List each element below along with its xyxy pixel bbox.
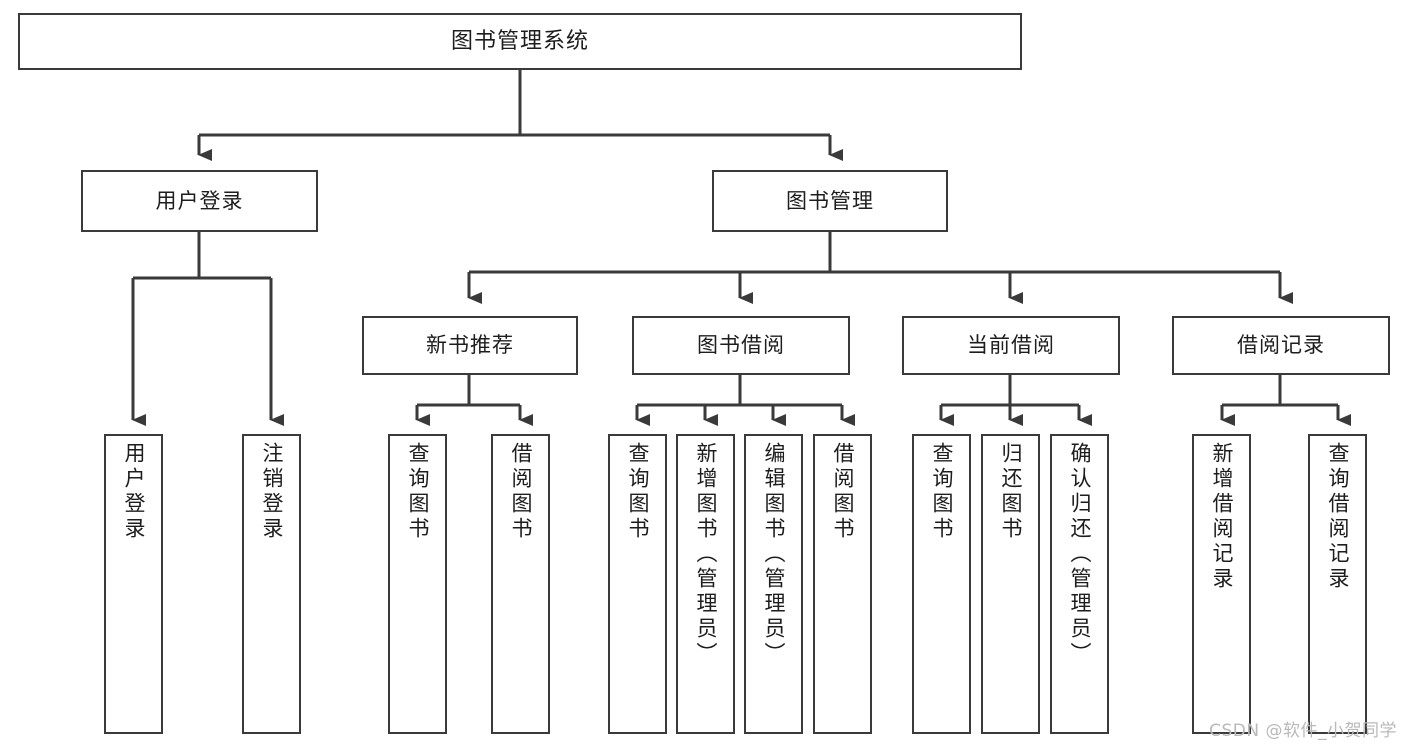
node-leaf-add-record-label: 新增借阅记录 [1210,442,1234,592]
node-leaf-confirm-return[interactable]: 确认归还（管理员） [1050,434,1109,734]
node-book-borrow[interactable]: 图书借阅 [632,316,850,375]
node-leaf-add-book-label: 新增图书（管理员） [694,442,718,667]
node-leaf-query-record[interactable]: 查询借阅记录 [1308,434,1367,734]
node-current-borrow-label: 当前借阅 [967,333,1055,358]
node-book-manage-label: 图书管理 [786,188,874,213]
node-leaf-query-book-3-label: 查询图书 [930,442,954,542]
node-leaf-add-record[interactable]: 新增借阅记录 [1192,434,1251,734]
node-leaf-query-book-3[interactable]: 查询图书 [912,434,971,734]
node-borrow-record-label: 借阅记录 [1237,333,1325,358]
node-leaf-borrow-book-1-label: 借阅图书 [509,442,533,542]
node-book-borrow-label: 图书借阅 [697,333,785,358]
node-leaf-query-book-2[interactable]: 查询图书 [608,434,667,734]
node-current-borrow[interactable]: 当前借阅 [902,316,1120,375]
node-leaf-return-book[interactable]: 归还图书 [981,434,1040,734]
csdn-watermark: CSDN @软件_小贺同学 [1209,721,1397,741]
node-user-login[interactable]: 用户登录 [81,170,318,232]
node-leaf-borrow-book-2-label: 借阅图书 [831,442,855,542]
node-leaf-add-book[interactable]: 新增图书（管理员） [676,434,735,734]
node-root-label: 图书管理系统 [450,28,589,54]
node-borrow-record[interactable]: 借阅记录 [1172,316,1390,375]
node-leaf-edit-book-label: 编辑图书（管理员） [762,442,786,667]
node-leaf-return-book-label: 归还图书 [999,442,1023,542]
node-leaf-borrow-book-1[interactable]: 借阅图书 [491,434,550,734]
node-leaf-user-logout[interactable]: 注销登录 [242,434,301,734]
node-leaf-edit-book[interactable]: 编辑图书（管理员） [744,434,803,734]
node-leaf-user-logout-label: 注销登录 [260,442,284,542]
node-leaf-user-login-label: 用户登录 [122,442,146,542]
node-leaf-query-book-1-label: 查询图书 [406,442,430,542]
node-root[interactable]: 图书管理系统 [18,13,1022,70]
node-leaf-query-book-2-label: 查询图书 [626,442,650,542]
node-leaf-query-record-label: 查询借阅记录 [1326,442,1350,592]
node-leaf-query-book-1[interactable]: 查询图书 [388,434,447,734]
node-user-login-label: 用户登录 [155,188,244,213]
node-leaf-borrow-book-2[interactable]: 借阅图书 [813,434,872,734]
node-new-book-recommend[interactable]: 新书推荐 [362,316,578,375]
node-book-manage[interactable]: 图书管理 [712,170,948,232]
node-new-book-recommend-label: 新书推荐 [426,333,514,358]
node-leaf-user-login[interactable]: 用户登录 [104,434,163,734]
node-leaf-confirm-return-label: 确认归还（管理员） [1068,442,1092,667]
